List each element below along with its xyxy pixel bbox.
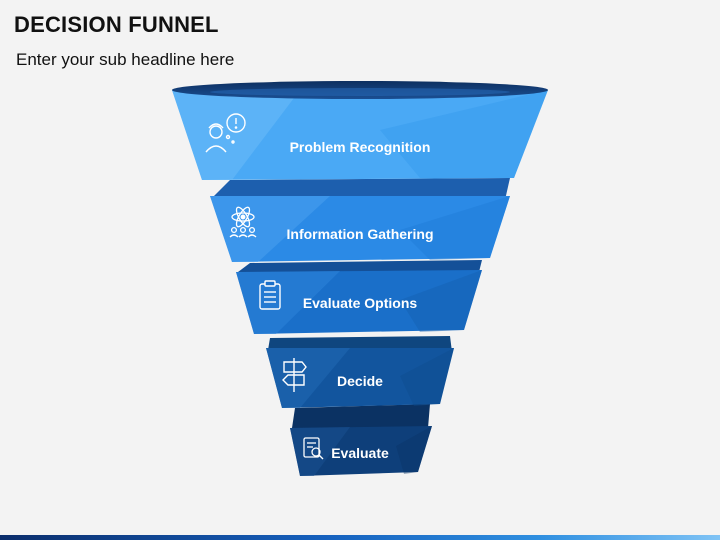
stage-label-problem-recognition: Problem Recognition — [290, 139, 431, 155]
signpost-icon — [282, 358, 307, 392]
funnel-twist-shadows — [212, 178, 510, 428]
page-subtitle: Enter your sub headline here — [16, 50, 235, 69]
page-title: DECISION FUNNEL — [14, 12, 219, 37]
stage-label-evaluate-options: Evaluate Options — [303, 295, 418, 311]
atom-people-icon — [229, 206, 257, 238]
person-alert-icon — [205, 113, 246, 153]
stage-decide — [266, 348, 454, 408]
clipboard-icon — [259, 280, 281, 310]
stage-label-information-gathering: Information Gathering — [287, 226, 434, 242]
stage-label-decide: Decide — [337, 373, 383, 389]
stage-evaluate-options — [236, 270, 482, 334]
stage-label-evaluate: Evaluate — [331, 445, 389, 461]
document-search-icon — [303, 437, 324, 460]
stage-problem-recognition — [172, 90, 548, 180]
footer-accent-bar — [0, 535, 720, 540]
